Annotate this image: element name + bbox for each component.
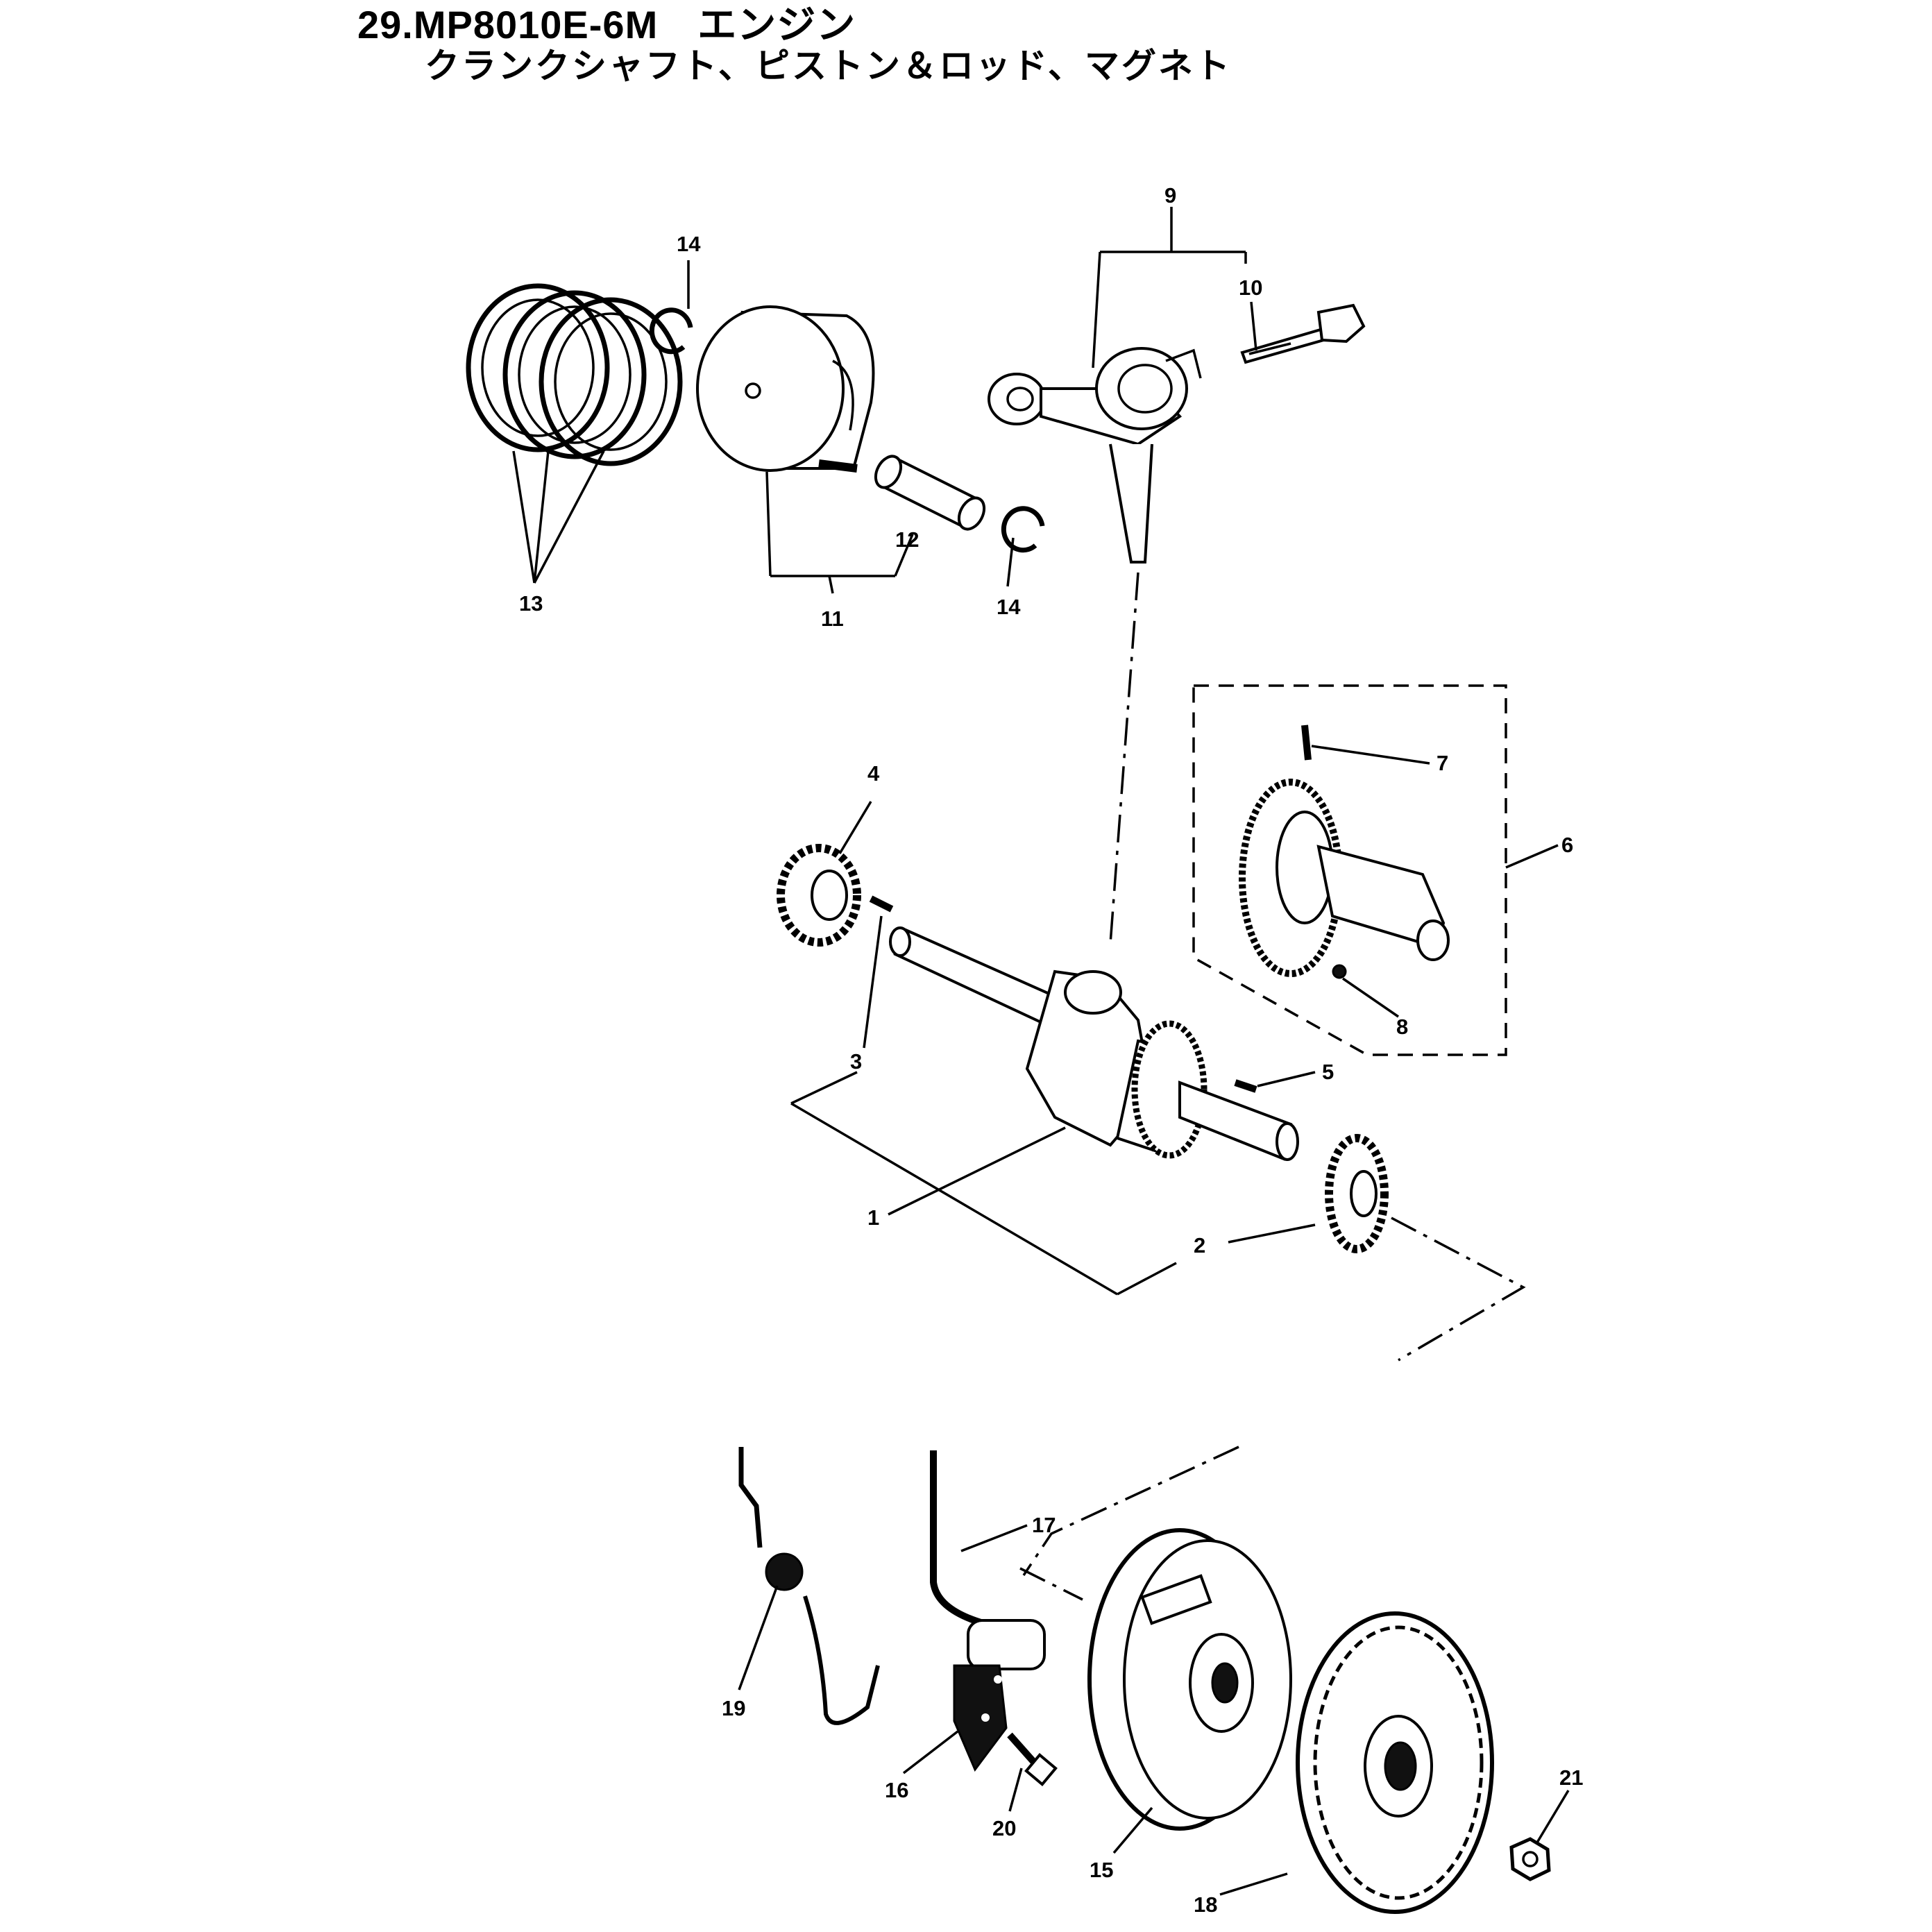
callout-14-upper: 14 — [677, 232, 701, 256]
callout-14-lower: 14 — [997, 595, 1021, 619]
callout-7: 7 — [1437, 751, 1448, 775]
callout-13: 13 — [519, 591, 543, 616]
connecting-rod — [988, 347, 1202, 564]
diagram-title: 29.MP8010E-6M エンジン — [357, 3, 856, 46]
rod-bolt — [1240, 303, 1366, 364]
callout-9: 9 — [1164, 183, 1176, 207]
callout-3: 3 — [850, 1049, 862, 1074]
callout-8: 8 — [1396, 1015, 1408, 1039]
callout-17: 17 — [1032, 1513, 1056, 1537]
woodruff-key-5 — [1234, 1079, 1257, 1093]
callout-15: 15 — [1090, 1858, 1113, 1882]
callout-11: 11 — [821, 607, 844, 631]
camshaft-group-box — [1192, 684, 1507, 1056]
circlip-upper — [649, 307, 693, 355]
piston-pin — [874, 455, 986, 531]
callout-6: 6 — [1561, 833, 1573, 857]
callout-16: 16 — [885, 1778, 908, 1802]
callout-2: 2 — [1194, 1233, 1205, 1257]
callout-21: 21 — [1559, 1765, 1583, 1790]
callout-10: 10 — [1239, 276, 1262, 300]
diagram-subtitle: クランクシャフト、ピストン＆ロッド、マグネト — [425, 46, 1232, 85]
cooling-fan — [1296, 1611, 1494, 1914]
stop-switch-wire — [738, 1447, 880, 1725]
callout-5: 5 — [1322, 1060, 1334, 1084]
leader-lines — [512, 207, 1570, 1896]
ignition-coil — [930, 1450, 1046, 1772]
crankshaft — [889, 926, 1299, 1161]
callout-20: 20 — [992, 1816, 1016, 1840]
callout-1: 1 — [867, 1205, 879, 1230]
callout-19: 19 — [722, 1696, 745, 1720]
piston-rings — [466, 283, 683, 466]
flywheel — [1087, 1528, 1292, 1831]
camshaft — [1239, 724, 1450, 979]
callout-18: 18 — [1194, 1892, 1217, 1917]
coil-bolt — [1007, 1732, 1058, 1786]
crank-gear — [777, 844, 861, 947]
piston — [696, 305, 875, 473]
flywheel-nut — [1509, 1837, 1551, 1881]
circlip-lower — [1001, 506, 1045, 553]
callout-12: 12 — [895, 527, 919, 552]
callout-4: 4 — [867, 761, 880, 786]
woodruff-key-3 — [869, 895, 894, 913]
balancer-gear — [1325, 1134, 1389, 1253]
